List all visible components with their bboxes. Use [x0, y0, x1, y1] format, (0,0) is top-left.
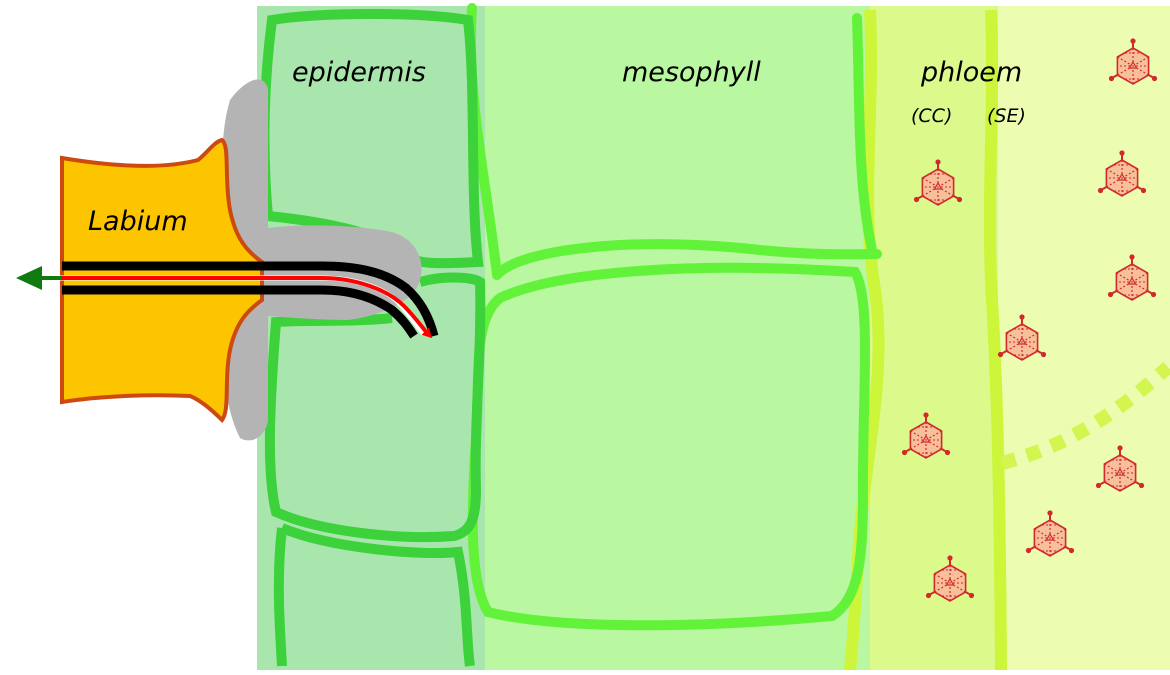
ingestion-arrow-head-icon: [16, 266, 42, 290]
label-labium: Labium: [88, 206, 188, 237]
label-sieve-element: (SE): [987, 105, 1026, 127]
label-phloem: phloem: [921, 57, 1022, 88]
label-companion-cell: (CC): [911, 105, 952, 127]
label-mesophyll: mesophyll: [622, 57, 761, 88]
epidermis-region: [257, 6, 485, 670]
label-epidermis: epidermis: [292, 57, 426, 88]
mesophyll-region: [485, 6, 870, 670]
